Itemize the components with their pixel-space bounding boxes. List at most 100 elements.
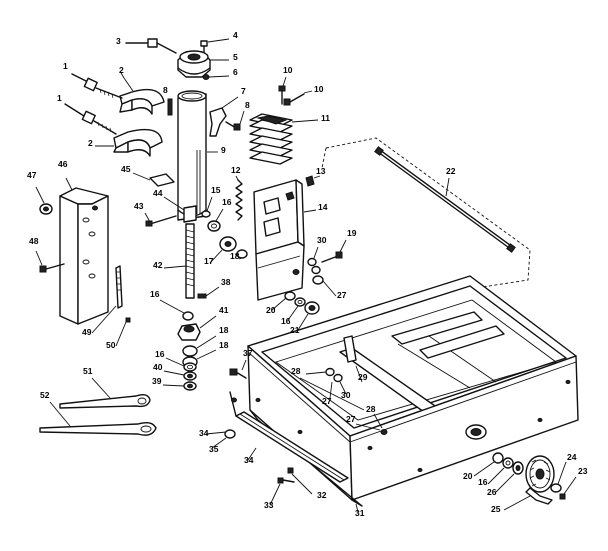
callout-1: 1	[57, 93, 62, 103]
callout-16: 16	[222, 197, 232, 207]
mounting-bracket-46	[59, 177, 109, 325]
callout-18: 18	[230, 251, 240, 261]
screw-48	[35, 250, 65, 273]
inner-bracket	[305, 335, 363, 399]
callout-8: 8	[163, 85, 168, 95]
bolt-1-upper	[71, 73, 123, 99]
washer-20-lower	[473, 452, 504, 477]
callout-50: 50	[106, 340, 116, 350]
screw-10-b	[283, 90, 313, 106]
screw-43	[144, 212, 177, 227]
callout-52: 52	[40, 390, 50, 400]
callout-45: 45	[121, 164, 131, 174]
callout-47: 47	[27, 170, 37, 180]
bellows-11	[249, 113, 319, 165]
spring-12	[235, 175, 243, 221]
clamp-lower	[113, 128, 163, 157]
callout-2: 2	[119, 65, 124, 75]
pin-38	[197, 286, 220, 299]
callout-16: 16	[281, 316, 291, 326]
screw-33	[269, 477, 295, 506]
collar-18-upper	[236, 249, 248, 260]
callout-21: 21	[290, 325, 300, 335]
callout-49: 49	[82, 327, 92, 337]
washer-15	[201, 196, 213, 218]
callout-26: 26	[487, 487, 497, 497]
callout-32: 32	[317, 490, 327, 500]
callout-18: 18	[219, 325, 229, 335]
screw-32	[287, 467, 313, 495]
callout-6: 6	[233, 67, 238, 77]
callout-2: 2	[88, 138, 93, 148]
callout-40: 40	[153, 362, 163, 372]
washer-16-wheel	[487, 457, 514, 485]
callout-12: 12	[231, 165, 241, 175]
callout-13: 13	[316, 166, 326, 176]
washer-16-upper	[207, 208, 224, 232]
callout-28: 28	[366, 404, 376, 414]
callout-23: 23	[578, 466, 588, 476]
handwheel-25	[503, 455, 555, 511]
callout-3: 3	[116, 36, 121, 46]
crank-handle-49	[91, 265, 123, 334]
callout-41: 41	[219, 305, 229, 315]
washer-40	[163, 370, 197, 381]
callout-10: 10	[314, 84, 324, 94]
callout-27: 27	[322, 396, 332, 406]
callout-39: 39	[152, 376, 162, 386]
pin-50	[115, 317, 131, 347]
callout-37: 37	[243, 348, 253, 358]
callout-30: 30	[341, 390, 351, 400]
clamp-upper	[119, 88, 165, 115]
column-top-cap	[177, 50, 211, 78]
callout-42: 42	[153, 260, 163, 270]
callout-8: 8	[245, 100, 250, 110]
bolt-1-lower	[64, 103, 117, 135]
callout-29: 29	[358, 372, 368, 382]
callout-44: 44	[153, 188, 163, 198]
callout-20: 20	[266, 305, 276, 315]
wrench-51	[59, 377, 151, 409]
callout-35: 35	[209, 444, 219, 454]
slide-rail-34	[235, 411, 349, 483]
callout-34: 34	[199, 428, 209, 438]
washer-16-lower	[165, 357, 197, 372]
callout-22: 22	[446, 166, 456, 176]
guide-rod-22	[374, 146, 516, 253]
plug-47	[35, 186, 53, 215]
callout-17: 17	[204, 256, 214, 266]
bevel-gear-41	[177, 315, 217, 341]
nut-6	[202, 74, 230, 80]
lock-13	[305, 175, 321, 187]
yoke-7	[209, 96, 239, 137]
screw-8-right	[225, 110, 245, 131]
callout-31: 31	[355, 508, 365, 518]
callout-16: 16	[478, 477, 488, 487]
collar-26	[495, 461, 524, 493]
callout-43: 43	[134, 201, 144, 211]
screw-19	[321, 239, 347, 263]
nut-39	[162, 381, 197, 391]
dashed-panel	[325, 137, 531, 289]
callout-25: 25	[491, 504, 501, 514]
callout-7: 7	[241, 86, 246, 96]
callout-20: 20	[463, 471, 473, 481]
callout-27: 27	[346, 414, 356, 424]
callout-16: 16	[155, 349, 165, 359]
callout-24: 24	[567, 452, 577, 462]
callout-10: 10	[283, 65, 293, 75]
callout-4: 4	[233, 30, 238, 40]
callout-19: 19	[347, 228, 357, 238]
screw-10-a	[278, 76, 287, 105]
clip-44	[163, 196, 197, 223]
screw-28-lower	[355, 413, 388, 435]
callout-16: 16	[150, 289, 160, 299]
callout-34: 34	[244, 455, 254, 465]
collar-35	[211, 429, 236, 449]
washer-20-upper	[271, 291, 296, 311]
wrench-52	[39, 401, 157, 436]
callout-48: 48	[29, 236, 39, 246]
washer-16-carriage	[287, 297, 306, 321]
